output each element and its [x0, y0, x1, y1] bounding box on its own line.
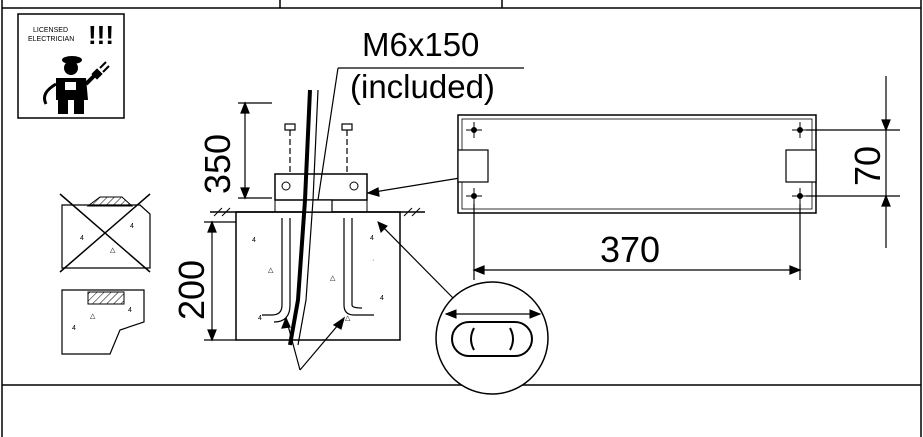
dimension-70: 70 [806, 76, 900, 248]
dimension-200: 200 [171, 220, 236, 342]
base-plate-top-view [457, 114, 817, 214]
level-detail [377, 221, 549, 395]
svg-text:4: 4 [130, 223, 134, 230]
incorrect-installation-sketch: 4 △ 4 [59, 193, 151, 273]
badge-text-line2: ELECTRICIAN [28, 36, 74, 43]
dimension-350: 350 [197, 101, 272, 200]
dim-70-label: 70 [847, 146, 888, 186]
badge-text-line1: LICENSED [33, 27, 68, 34]
svg-text:△: △ [90, 313, 96, 320]
svg-text:△: △ [268, 267, 274, 274]
foundation-section: 4 △ 4 4 △ 4 △ · [210, 89, 425, 371]
dim-350-label: 350 [197, 134, 238, 194]
plate-pointer [366, 177, 461, 197]
svg-text:4: 4 [380, 295, 384, 302]
svg-text:4: 4 [80, 235, 84, 242]
dim-370-label: 370 [600, 229, 660, 270]
svg-text:△: △ [345, 315, 351, 322]
plug-icon [84, 61, 110, 86]
correct-installation-sketch: 4 △ 4 [61, 289, 145, 355]
included-label: (included) [350, 68, 495, 105]
electrician-icon [42, 56, 88, 114]
svg-text:△: △ [330, 275, 336, 282]
svg-text:4: 4 [252, 237, 256, 244]
svg-text:4: 4 [258, 315, 262, 322]
level-icon [444, 309, 542, 357]
svg-text:△: △ [110, 247, 116, 254]
bolt-callout: M6x150 (included) [317, 26, 524, 201]
dim-200-label: 200 [171, 260, 212, 320]
svg-text:4: 4 [72, 325, 76, 332]
licensed-electrician-badge: LICENSED ELECTRICIAN !!! [17, 13, 125, 119]
svg-text:4: 4 [128, 307, 132, 314]
svg-text:4: 4 [370, 235, 374, 242]
svg-text:·: · [372, 257, 374, 264]
bolt-label: M6x150 [362, 26, 479, 63]
badge-exclaim: !!! [88, 20, 114, 50]
dimension-370: 370 [472, 204, 802, 280]
